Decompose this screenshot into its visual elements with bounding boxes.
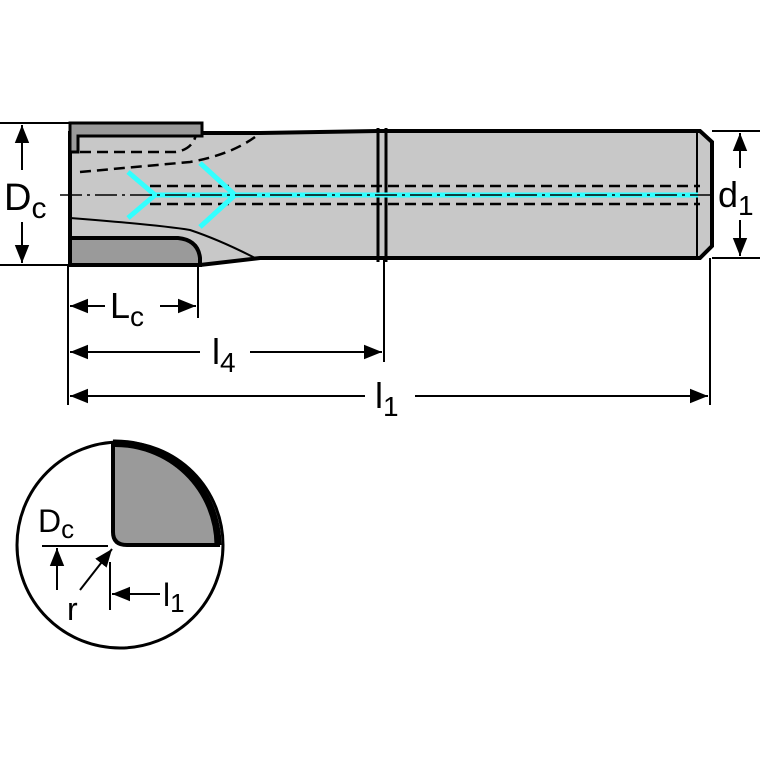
cutting-insert-top <box>68 121 204 154</box>
l1-label: l1 <box>375 375 399 422</box>
corner-radius-detail: Dc r l1 <box>15 439 225 650</box>
detail-l1-label: l1 <box>163 577 185 618</box>
lc-label: Lc <box>110 285 144 332</box>
detail-r-label: r <box>67 591 78 627</box>
dimension-lines <box>14 125 748 404</box>
extension-lines <box>0 122 760 405</box>
l4-label: l4 <box>212 331 236 378</box>
cutting-insert-bottom <box>68 236 202 267</box>
hidden-lines <box>79 134 700 206</box>
detail-dc-label: Dc <box>38 503 74 544</box>
dc-label: Dc <box>4 177 46 225</box>
d1-label: d1 <box>718 174 754 221</box>
